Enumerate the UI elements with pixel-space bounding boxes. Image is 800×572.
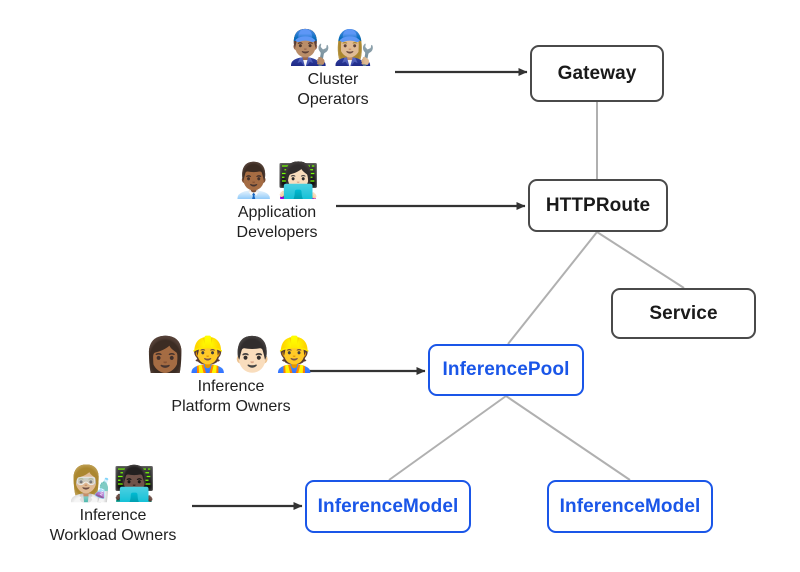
node-httproute: HTTPRoute: [528, 179, 668, 232]
edge-pool-model-right: [505, 395, 631, 481]
actor-cluster-operators: 👨🏽‍🔧👩🏼‍🔧 Cluster Operators: [283, 28, 383, 111]
actor-inference-platform-owners: 👩🏾‍👷👨🏻‍👷 Inference Platform Owners: [144, 335, 315, 418]
office-worker-technologist-pair-emoji: 👨🏾‍💼👩🏻‍💻: [232, 162, 322, 200]
node-inferencemodel-right: InferenceModel: [547, 480, 713, 533]
edge-pool-model-left: [388, 395, 507, 481]
actor-inference-workload-owners: 👩🏼‍🔬👨🏿‍💻 Inference Workload Owners: [48, 464, 178, 547]
node-label: InferenceModel: [559, 495, 701, 517]
node-inferencepool: InferencePool: [428, 344, 584, 396]
node-label: InferencePool: [442, 359, 570, 380]
node-inferencemodel-left: InferenceModel: [305, 480, 471, 533]
node-gateway: Gateway: [530, 45, 664, 102]
node-label: Service: [649, 302, 718, 324]
edge-httproute-service: [596, 231, 685, 289]
actor-label: Cluster Operators: [297, 71, 369, 109]
node-label: InferenceModel: [317, 495, 459, 517]
actor-application-developers: 👨🏾‍💼👩🏻‍💻 Application Developers: [222, 161, 332, 244]
actor-label: Application Developers: [236, 204, 318, 242]
node-label: HTTPRoute: [545, 194, 651, 216]
actor-label: Inference Workload Owners: [49, 507, 177, 545]
edge-httproute-pool: [507, 231, 598, 345]
construction-worker-pair-emoji: 👩🏾‍👷👨🏻‍👷: [144, 336, 318, 374]
actor-label: Inference Platform Owners: [171, 378, 291, 416]
node-service: Service: [611, 288, 756, 339]
node-label: Gateway: [557, 62, 637, 84]
scientist-technologist-pair-emoji: 👩🏼‍🔬👨🏿‍💻: [68, 465, 158, 503]
mechanic-pair-emoji: 👨🏽‍🔧👩🏼‍🔧: [288, 29, 378, 67]
